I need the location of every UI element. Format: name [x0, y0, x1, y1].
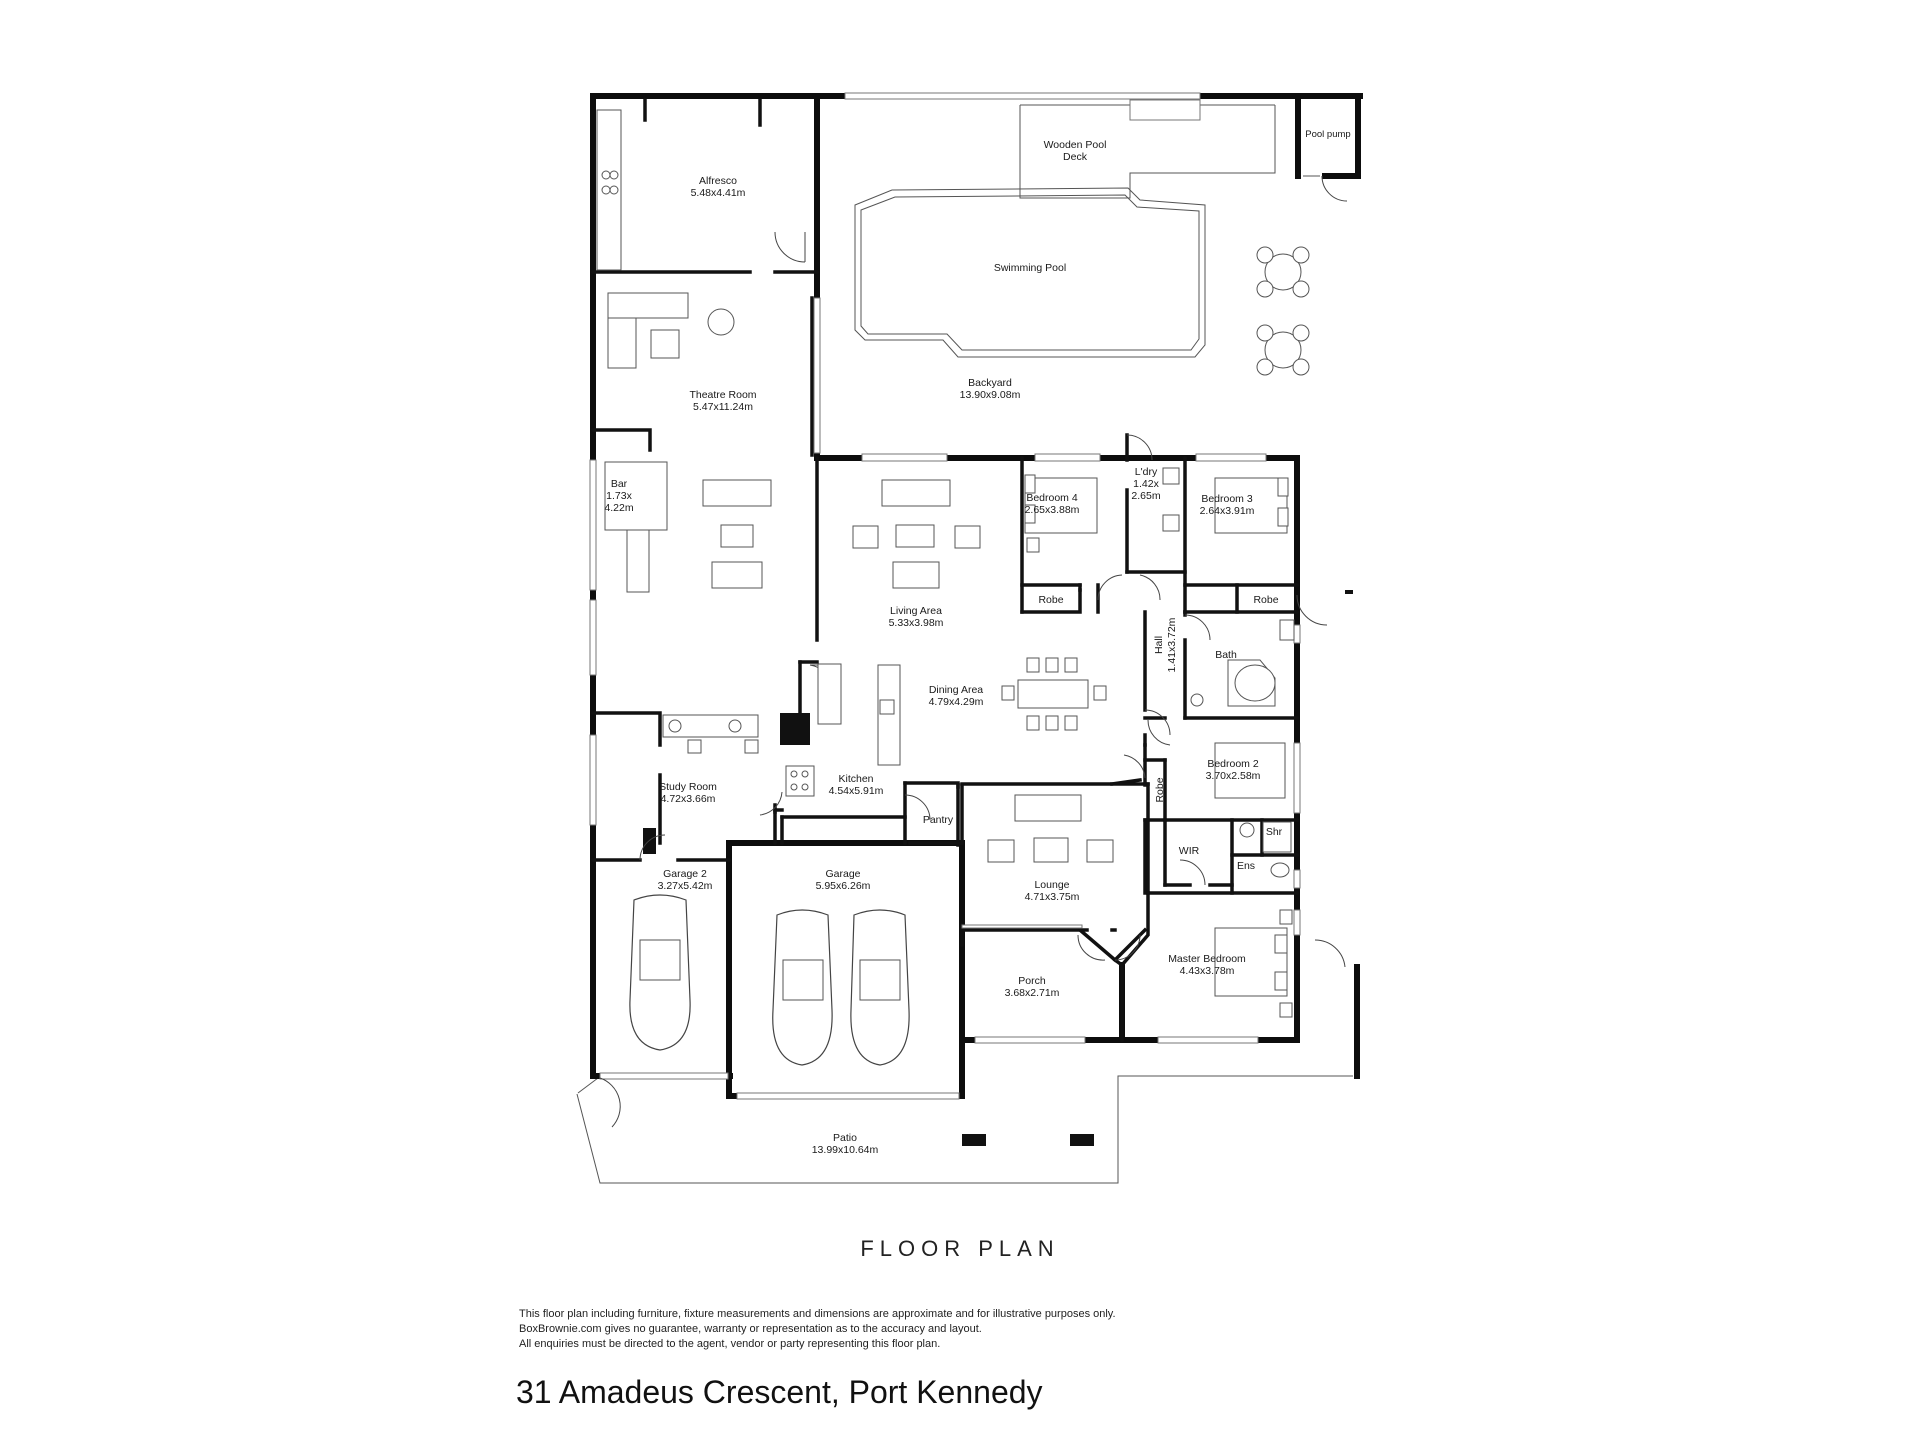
bar-line3: 4.22m: [604, 502, 633, 514]
outdoor-table-2: [1256, 324, 1310, 376]
pool-deck-line1: Wooden Pool: [1044, 139, 1107, 151]
study-dims: 4.72x3.66m: [661, 793, 716, 805]
alfresco-name: Alfresco: [699, 175, 737, 187]
dining-dims: 4.79x4.29m: [929, 696, 984, 708]
garage2-dims: 3.27x5.42m: [658, 880, 713, 892]
laundry-line2: 1.42x: [1133, 478, 1159, 490]
robe-b3-name: Robe: [1253, 594, 1278, 606]
pool-name: Swimming Pool: [994, 262, 1066, 274]
bedroom3-dims: 2.64x3.91m: [1200, 505, 1255, 517]
bedroom3-bed: [1214, 477, 1289, 534]
master-dims: 4.43x3.78m: [1180, 965, 1235, 977]
bedroom2-bed: [1214, 742, 1286, 799]
living-furniture: [852, 479, 981, 589]
bedroom2-name: Bedroom 2: [1207, 758, 1259, 770]
kitchen-name: Kitchen: [838, 773, 873, 785]
robe-b4-name: Robe: [1038, 594, 1063, 606]
interior-walls: [591, 98, 1299, 1042]
shr-name: Shr: [1266, 826, 1283, 838]
laundry-line3: 2.65m: [1131, 490, 1160, 502]
bar-counter: [604, 461, 668, 593]
bedroom2-dims: 3.70x2.58m: [1206, 770, 1261, 782]
hall-name: Hall: [1153, 636, 1165, 654]
bedroom4-bed: [1024, 474, 1098, 553]
swimming-pool: [854, 187, 1206, 358]
patio-name: Patio: [833, 1132, 857, 1144]
kitchen-benches: [785, 663, 901, 797]
living-name: Living Area: [890, 605, 942, 617]
bedroom4-name: Bedroom 4: [1026, 492, 1078, 504]
disclaimer-line-2: BoxBrownie.com gives no guarantee, warra…: [519, 1323, 982, 1335]
ensuite-fixtures: [1239, 821, 1292, 878]
lounge-furniture: [987, 794, 1114, 863]
theatre-lounge-set: [702, 479, 772, 589]
robe-b2-name: Robe: [1154, 777, 1166, 802]
patio-dims: 13.99x10.64m: [812, 1144, 879, 1156]
porch-name: Porch: [1018, 975, 1046, 987]
bar-name: Bar: [611, 478, 628, 490]
bath-name: Bath: [1215, 649, 1237, 661]
pool-deck-line2: Deck: [1063, 151, 1088, 163]
pantry-name: Pantry: [923, 814, 954, 826]
car-garage-2: [850, 909, 910, 1066]
porch-dims: 3.68x2.71m: [1005, 987, 1060, 999]
bath-fixtures: [1190, 619, 1295, 707]
bedroom3-name: Bedroom 3: [1201, 493, 1253, 505]
car-garage2: [629, 894, 691, 1051]
lounge-dims: 4.71x3.75m: [1025, 891, 1080, 903]
dining-name: Dining Area: [929, 684, 983, 696]
patio-outline: [576, 1075, 1353, 1184]
laundry-name: L'dry: [1135, 466, 1158, 478]
lounge-name: Lounge: [1034, 879, 1069, 891]
pool-pump-name: Pool pump: [1305, 129, 1350, 140]
master-bed: [1214, 909, 1293, 1018]
master-name: Master Bedroom: [1168, 953, 1246, 965]
laundry-fixtures: [1162, 467, 1180, 532]
alfresco-dims: 5.48x4.41m: [691, 187, 746, 199]
alfresco-bbq: [596, 109, 622, 271]
bedroom4-dims: 2.65x3.88m: [1025, 504, 1080, 516]
pool-pump-room: [1295, 93, 1361, 179]
hall-dims: 1.41x3.72m: [1166, 617, 1178, 672]
kitchen-dims: 4.54x5.91m: [829, 785, 884, 797]
room-labels: Alfresco 5.48x4.41m Wooden Pool Deck Poo…: [604, 129, 1350, 1156]
property-address: 31 Amadeus Crescent, Port Kennedy: [516, 1374, 1043, 1410]
garage-dims: 5.95x6.26m: [816, 880, 871, 892]
bar-line2: 1.73x: [606, 490, 632, 502]
disclaimer-line-1: This floor plan including furniture, fix…: [519, 1308, 1116, 1320]
backyard-dims: 13.90x9.08m: [960, 389, 1021, 401]
windows: [589, 92, 1301, 1100]
car-garage-1: [772, 909, 833, 1066]
outdoor-table-1: [1256, 246, 1310, 298]
living-dims: 5.33x3.98m: [889, 617, 944, 629]
garage2-name: Garage 2: [663, 868, 707, 880]
dining-table: [1001, 657, 1107, 731]
backyard-name: Backyard: [968, 377, 1012, 389]
disclaimer-line-3: All enquiries must be directed to the ag…: [519, 1338, 941, 1350]
ens-name: Ens: [1237, 860, 1255, 872]
study-desk: [662, 714, 759, 754]
theatre-dims: 5.47x11.24m: [693, 401, 753, 413]
floor-plan-title: FLOOR PLAN: [860, 1236, 1060, 1261]
wir-name: WIR: [1179, 845, 1200, 857]
theatre-sectional-sofa: [607, 292, 735, 369]
disclaimer: This floor plan including furniture, fix…: [519, 1307, 1116, 1352]
study-name: Study Room: [659, 781, 717, 793]
theatre-name: Theatre Room: [689, 389, 756, 401]
garage-name: Garage: [825, 868, 860, 880]
